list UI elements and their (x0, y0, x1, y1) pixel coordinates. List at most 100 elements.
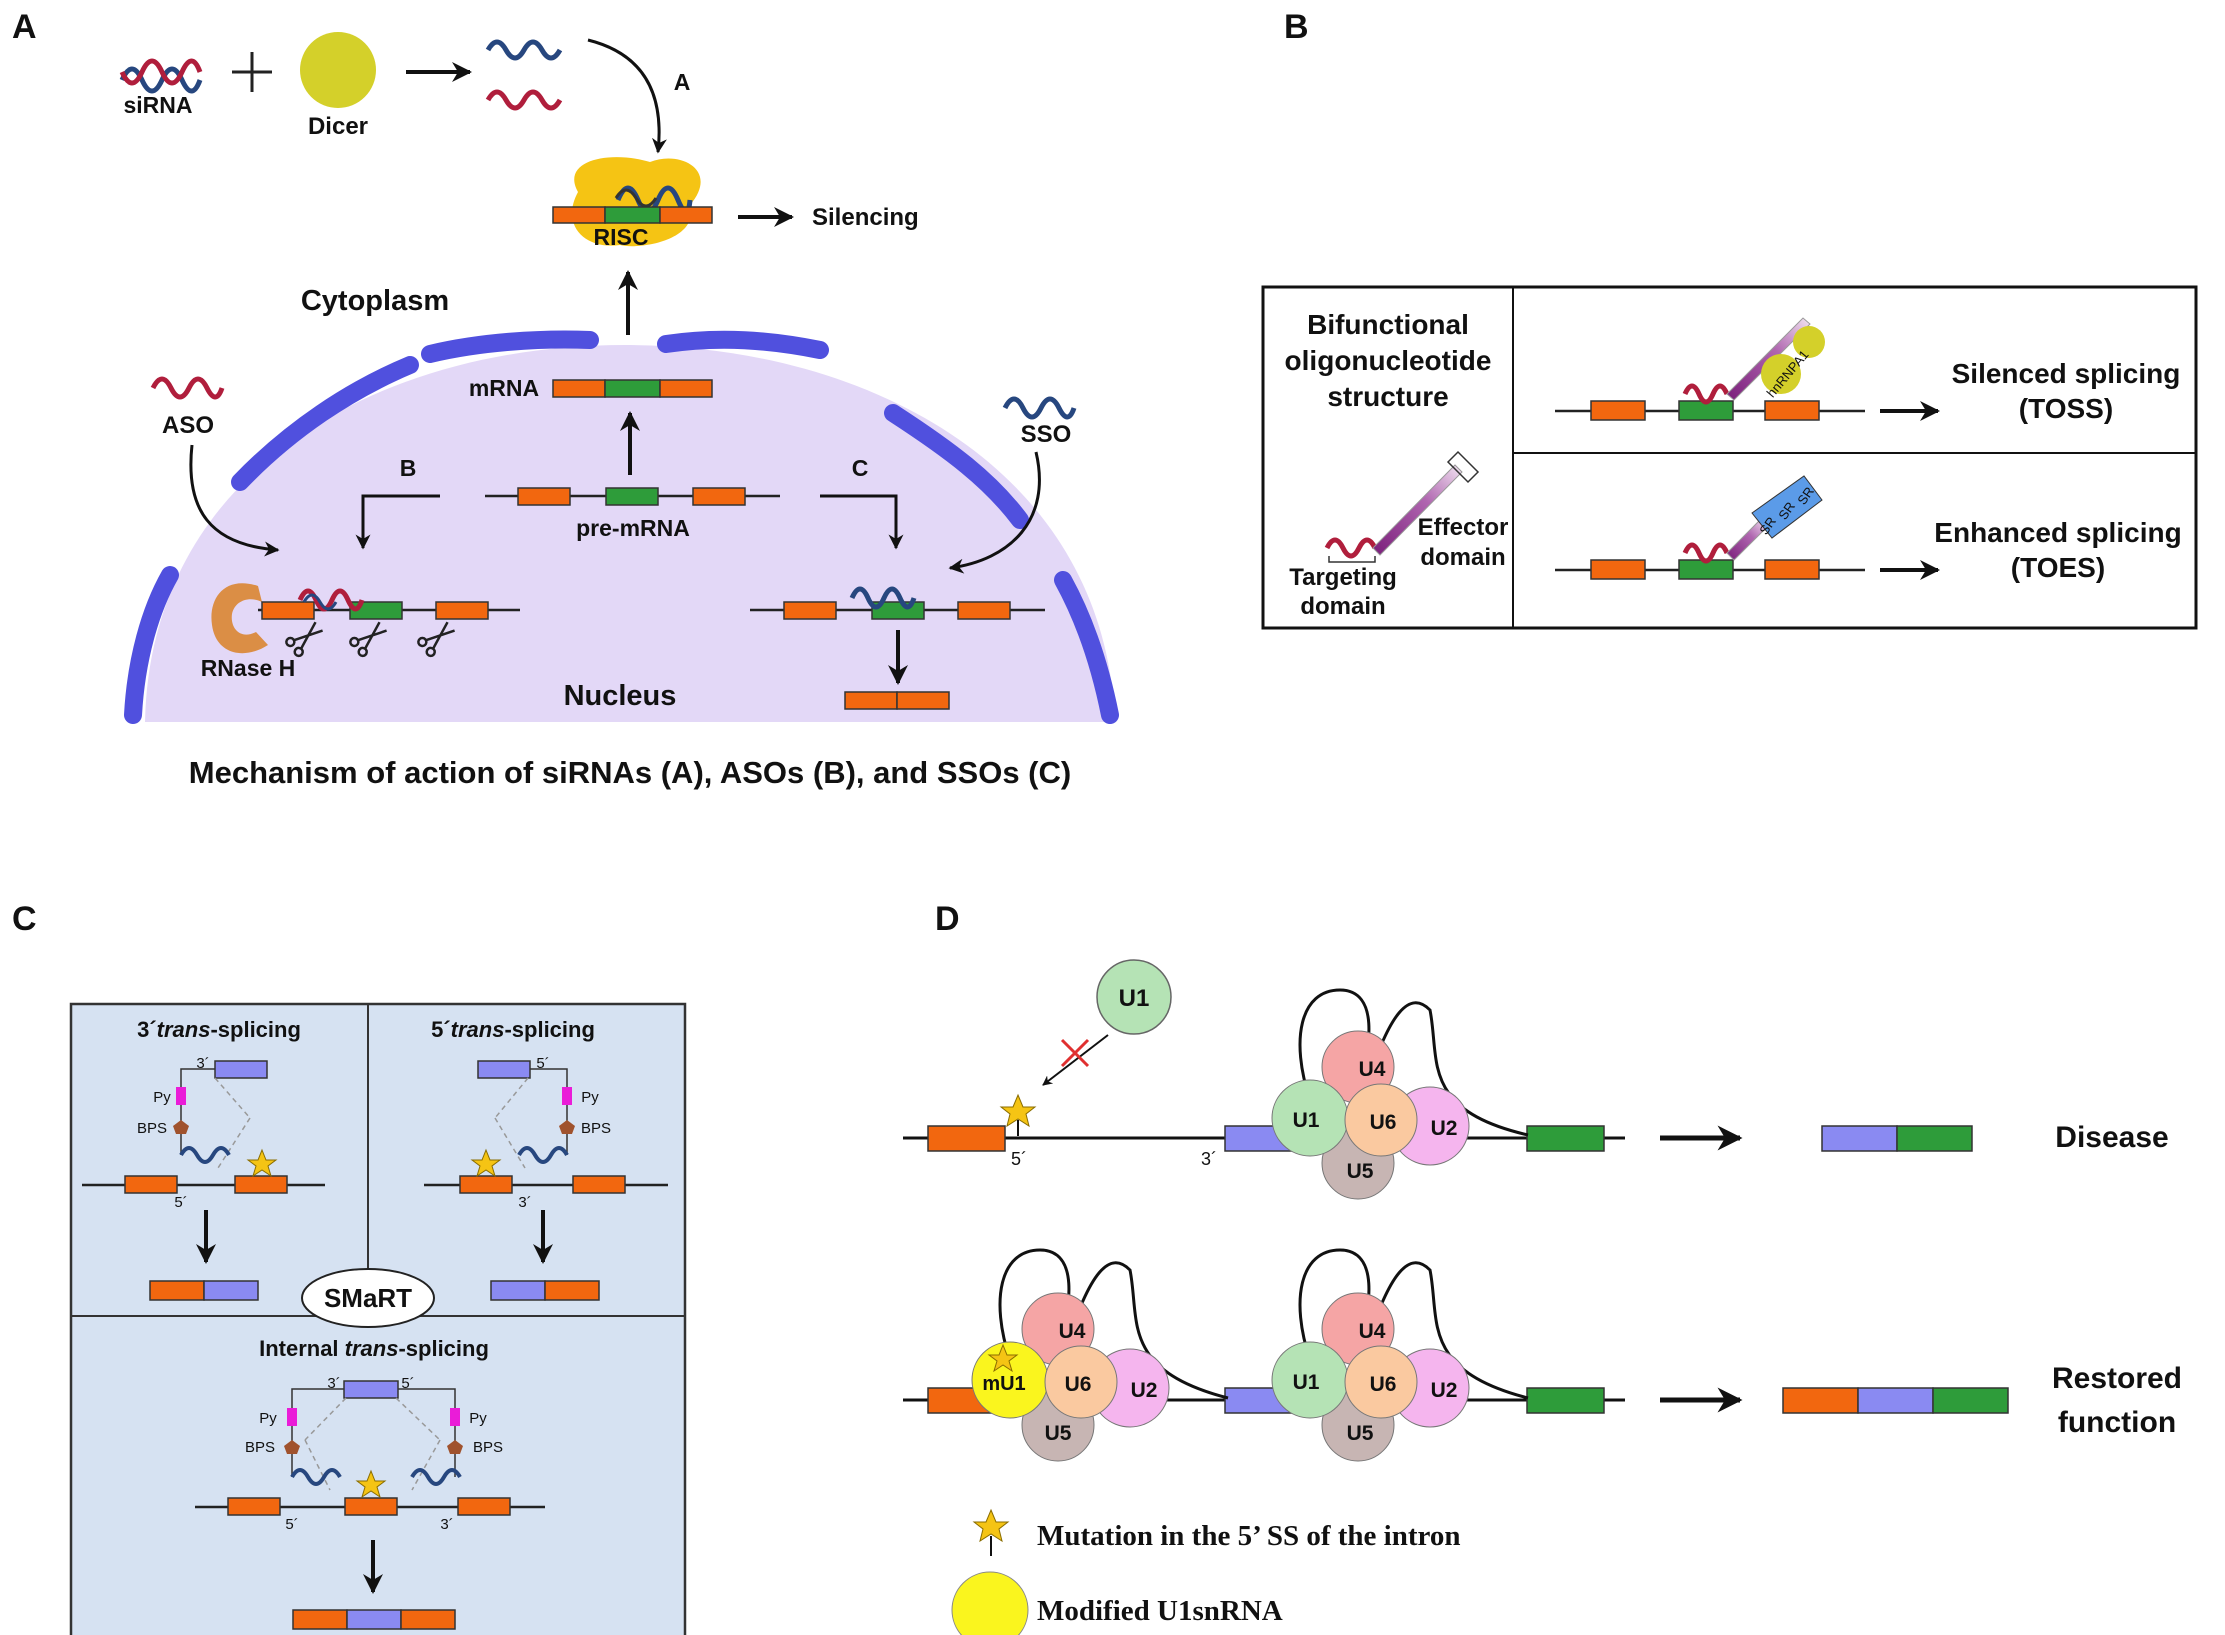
svg-text:3´: 3´ (1201, 1149, 1217, 1169)
toss-line1: Silenced splicing (1952, 358, 2181, 389)
path-c-arrow (820, 494, 904, 550)
risc-complex (552, 157, 713, 247)
svg-text:mU1: mU1 (982, 1373, 1025, 1395)
svg-text:U5: U5 (1347, 1160, 1374, 1183)
free-u1-label: U1 (1119, 985, 1150, 1012)
effector-domain-line2: domain (1420, 544, 1505, 571)
svg-text:U5: U5 (1045, 1422, 1072, 1445)
panel-b: B Bifunctional oligonucleotide structure… (1261, 8, 2198, 630)
blocked-x-icon (1060, 1038, 1090, 1068)
scissors-icon (285, 621, 455, 658)
five-prime-trans-diagram: 5´ Py BPS 3´ (424, 1055, 668, 1211)
sirna-duplex-icon (119, 58, 203, 94)
svg-text:Py: Py (153, 1089, 171, 1106)
spliceosome-1: U4 U2 U5 U1 U6 (1271, 988, 1529, 1200)
risc-label: RISC (594, 224, 649, 250)
svg-text:BPS: BPS (473, 1439, 503, 1456)
svg-text:Py: Py (469, 1410, 487, 1427)
panel-d-letter: D (935, 900, 960, 938)
mrna-label: mRNA (469, 375, 539, 401)
svg-text:Bifunctional: Bifunctional (1307, 309, 1469, 340)
toes-line1: Enhanced splicing (1934, 517, 2181, 548)
rnaseh-label: RNase H (201, 655, 296, 681)
smart-label: SMaRT (324, 1283, 412, 1313)
panel-c-letter: C (12, 900, 37, 938)
pre-mrna-label: pre-mRNA (576, 515, 690, 541)
svg-text:3´: 3´ (440, 1516, 453, 1533)
svg-text:U5: U5 (1347, 1422, 1374, 1445)
disease-label: Disease (2055, 1121, 2168, 1154)
aso-label: ASO (162, 412, 214, 439)
internal-trans-diagram: 3´ 5´ Py Py BPS BPS 5´ 3´ (195, 1375, 545, 1533)
spliceosome-mu1: U4 U2 U5 mU1 U6 (971, 1248, 1229, 1462)
svg-text:structure: structure (1327, 381, 1448, 412)
three-prime-trans-title: 3´trans-splicing (137, 1017, 301, 1042)
svg-text:Py: Py (259, 1410, 277, 1427)
legend-modified: Modified U1snRNA (951, 1571, 1283, 1635)
path-a-curve-arrow (587, 38, 667, 154)
toes-construct: SR SR SR (1555, 475, 1865, 580)
legend-mutation: Mutation in the 5’ SS of the intron (972, 1508, 1461, 1556)
sirna-label: siRNA (123, 92, 192, 118)
sso-label: SSO (1021, 421, 1072, 448)
svg-text:5´: 5´ (174, 1194, 187, 1211)
restored-line2: function (2058, 1406, 2176, 1439)
oligo-structure-title: Bifunctional oligonucleotide structure (1285, 309, 1492, 412)
effector-domain-line1: Effector (1418, 514, 1509, 541)
panel-b-letter: B (1284, 8, 1309, 46)
svg-text:U6: U6 (1370, 1373, 1397, 1396)
svg-text:oligonucleotide: oligonucleotide (1285, 345, 1492, 376)
restored-line1: Restored (2052, 1362, 2182, 1395)
three-prime-product (149, 1280, 259, 1301)
mrna-exons (552, 379, 713, 398)
dicer-label: Dicer (308, 113, 368, 140)
legend-mutation-text: Mutation in the 5’ SS of the intron (1037, 1520, 1461, 1552)
svg-text:U1: U1 (1293, 1371, 1320, 1394)
three-prime-trans-diagram: 3´ Py BPS 5´ (82, 1055, 325, 1211)
panel-a: A siRNA Dicer A RISC (12, 8, 1119, 790)
aso-curve-arrow (189, 444, 280, 557)
targeting-domain-line2: domain (1300, 593, 1385, 620)
svg-text:U4: U4 (1059, 1320, 1086, 1343)
svg-text:U2: U2 (1431, 1379, 1458, 1402)
svg-text:U6: U6 (1065, 1373, 1092, 1396)
five-prime-trans-title: 5´trans-splicing (431, 1017, 595, 1042)
internal-product (292, 1609, 456, 1630)
svg-text:BPS: BPS (581, 1120, 611, 1137)
aso-strand-icon (150, 376, 225, 400)
panel-a-letter: A (12, 8, 37, 46)
five-prime-product (490, 1280, 600, 1301)
rnaseh-icon (211, 583, 268, 654)
cytoplasm-label: Cytoplasm (301, 285, 449, 317)
internal-trans-title: Internal trans-splicing (259, 1336, 489, 1361)
nucleus-body (145, 345, 1115, 722)
svg-text:5´: 5´ (536, 1055, 549, 1072)
svg-text:BPS: BPS (137, 1120, 167, 1137)
cleaved-strands-icon (485, 39, 563, 111)
free-u1-particle (1096, 959, 1172, 1035)
targeting-domain-line1: Targeting (1289, 564, 1397, 591)
svg-text:3´: 3´ (518, 1194, 531, 1211)
panel-d: D U1 5´ 3´ U4 U2 (903, 900, 2182, 1635)
nuclear-membrane (124, 330, 1119, 724)
mutation-star-icon (972, 1508, 1010, 1543)
panel-a-caption: Mechanism of action of siRNAs (A), ASOs … (189, 755, 1071, 790)
svg-text:U1: U1 (1293, 1109, 1320, 1132)
svg-text:Py: Py (581, 1089, 599, 1106)
svg-text:U4: U4 (1359, 1320, 1386, 1343)
svg-text:U4: U4 (1359, 1058, 1386, 1081)
path-c-label: C (852, 455, 869, 481)
svg-text:3´: 3´ (327, 1375, 340, 1392)
plus-icon (232, 52, 272, 92)
svg-text:U2: U2 (1131, 1379, 1158, 1402)
aso-target-strand (258, 588, 520, 620)
bifunctional-oligo-icon (1324, 450, 1480, 563)
legend-modified-text: Modified U1snRNA (1037, 1595, 1283, 1627)
spliceosome-2: U4 U2 U5 U1 U6 (1271, 1248, 1529, 1462)
svg-text:3´: 3´ (196, 1055, 209, 1072)
sso-curve-arrow (948, 451, 1041, 574)
sso-target-strand (750, 586, 1045, 620)
svg-text:BPS: BPS (245, 1439, 275, 1456)
svg-text:U6: U6 (1370, 1111, 1397, 1134)
